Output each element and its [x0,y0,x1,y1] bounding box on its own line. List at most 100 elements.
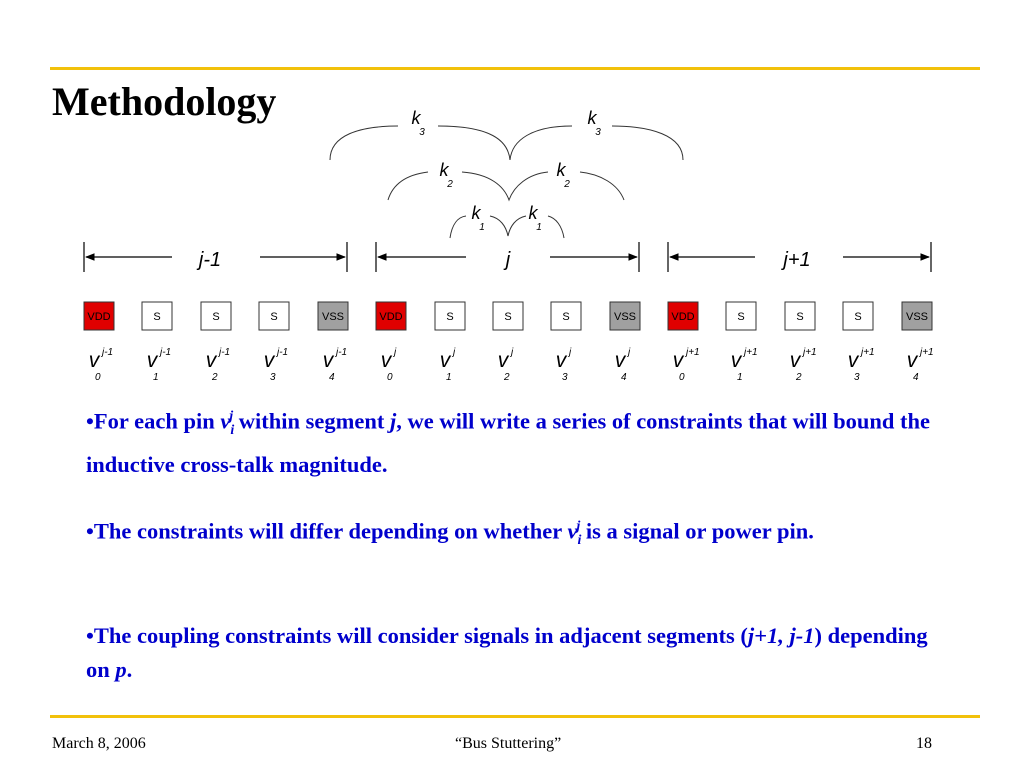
variable-subscript: 1 [153,372,159,383]
pin-label: S [854,311,861,323]
pin-label: S [737,311,744,323]
coupling-k: k [412,108,422,128]
pin-signal: S [842,301,874,331]
coupling-label-k2: k2 [440,160,454,190]
variable-subscript: 4 [621,372,627,383]
coupling-k-subscript: 2 [563,179,570,190]
pin-box [200,301,232,331]
pin-signal: S [550,301,582,331]
coupling-braces [329,125,684,239]
pin-label: S [796,311,803,323]
coupling-k: k [529,203,539,223]
pin-label: S [153,311,160,323]
variable-superscript: j+1 [801,347,817,358]
variable-superscript: j-1 [158,347,171,358]
variable-v: v [89,349,101,372]
variable-superscript: j+1 [742,347,758,358]
bullet-3-text-b: ) depending on [86,623,928,682]
pin-ground: VSS [609,301,641,331]
coupling-k: k [472,203,482,223]
pin-label: VSS [322,311,344,323]
brace-k3-mid [437,125,573,161]
segment-label-j-minus-1: j-1 [196,249,221,271]
coupling-label-k2: k2 [557,160,571,190]
variable-subscript: 0 [679,372,685,383]
var-sub: i [230,423,235,438]
variable-v: v [731,349,743,372]
brace-k1-mid [489,215,527,237]
pin-label: VDD [671,311,694,323]
pin-box [492,301,524,331]
variable-v: v [323,349,335,372]
footer-page-number: 18 [916,735,932,752]
pin-box [317,301,349,331]
bullet-2-text-a: The constraints will differ depending on… [93,518,568,544]
variable-subscript: 4 [329,372,335,383]
pin-power: VDD [667,301,699,331]
coupling-k-subscript: 2 [446,179,453,190]
pin-label: VSS [906,311,928,323]
variable-subscript: 3 [270,372,276,383]
footer-date: March 8, 2006 [52,735,146,752]
pin-label: S [562,311,569,323]
pin-label: VDD [87,311,110,323]
coupling-k-subscript: 3 [595,127,601,138]
coupling-label-k1: k1 [472,203,485,233]
pin-ground: VSS [317,301,349,331]
pin-box [83,301,115,331]
param-p: p [115,657,127,682]
coupling-k: k [557,160,567,180]
pin-label: S [446,311,453,323]
variable-superscript: j [509,347,514,358]
pin-signal: S [200,301,232,331]
variable-superscript: j-1 [275,347,288,358]
segment-label-j-plus-1: j+1 [780,249,810,271]
coupling-k: k [440,160,450,180]
pin-label: VSS [614,311,636,323]
footer-title: “Bus Stuttering” [455,735,562,752]
variable-v: v [440,349,452,372]
variable-subscript: 2 [503,372,510,383]
variable-v: v [848,349,860,372]
variable-superscript: j+1 [918,347,934,358]
bullet-marker: • [86,408,94,434]
pin-box [434,301,466,331]
variable-v: v [381,349,393,372]
variable-superscript: j-1 [100,347,113,358]
pin-box [842,301,874,331]
variable-subscript: 0 [95,372,101,383]
pin-box [901,301,933,331]
bullet-1-text-a: For each pin [93,408,221,434]
coupling-label-k3: k3 [588,108,602,138]
brace-k3-right [611,125,684,161]
bullet-3-text-a: The coupling constraints will consider s… [93,623,748,648]
pin-box [375,301,407,331]
variable-subscript: 1 [737,372,743,383]
variable-subscript: 3 [562,372,568,383]
variable-v: v [556,349,568,372]
variable-superscript: j [567,347,572,358]
variable-superscript: j+1 [684,347,700,358]
segment-label-j: j [503,249,511,271]
pin-power: VDD [83,301,115,331]
variable-subscript: 0 [387,372,393,383]
bullet-1-text-b: within segment [233,408,391,434]
brace-k2-right [579,171,625,201]
variable-v: v [615,349,627,372]
bullet-marker: • [86,518,94,544]
segment-markers [83,242,932,272]
